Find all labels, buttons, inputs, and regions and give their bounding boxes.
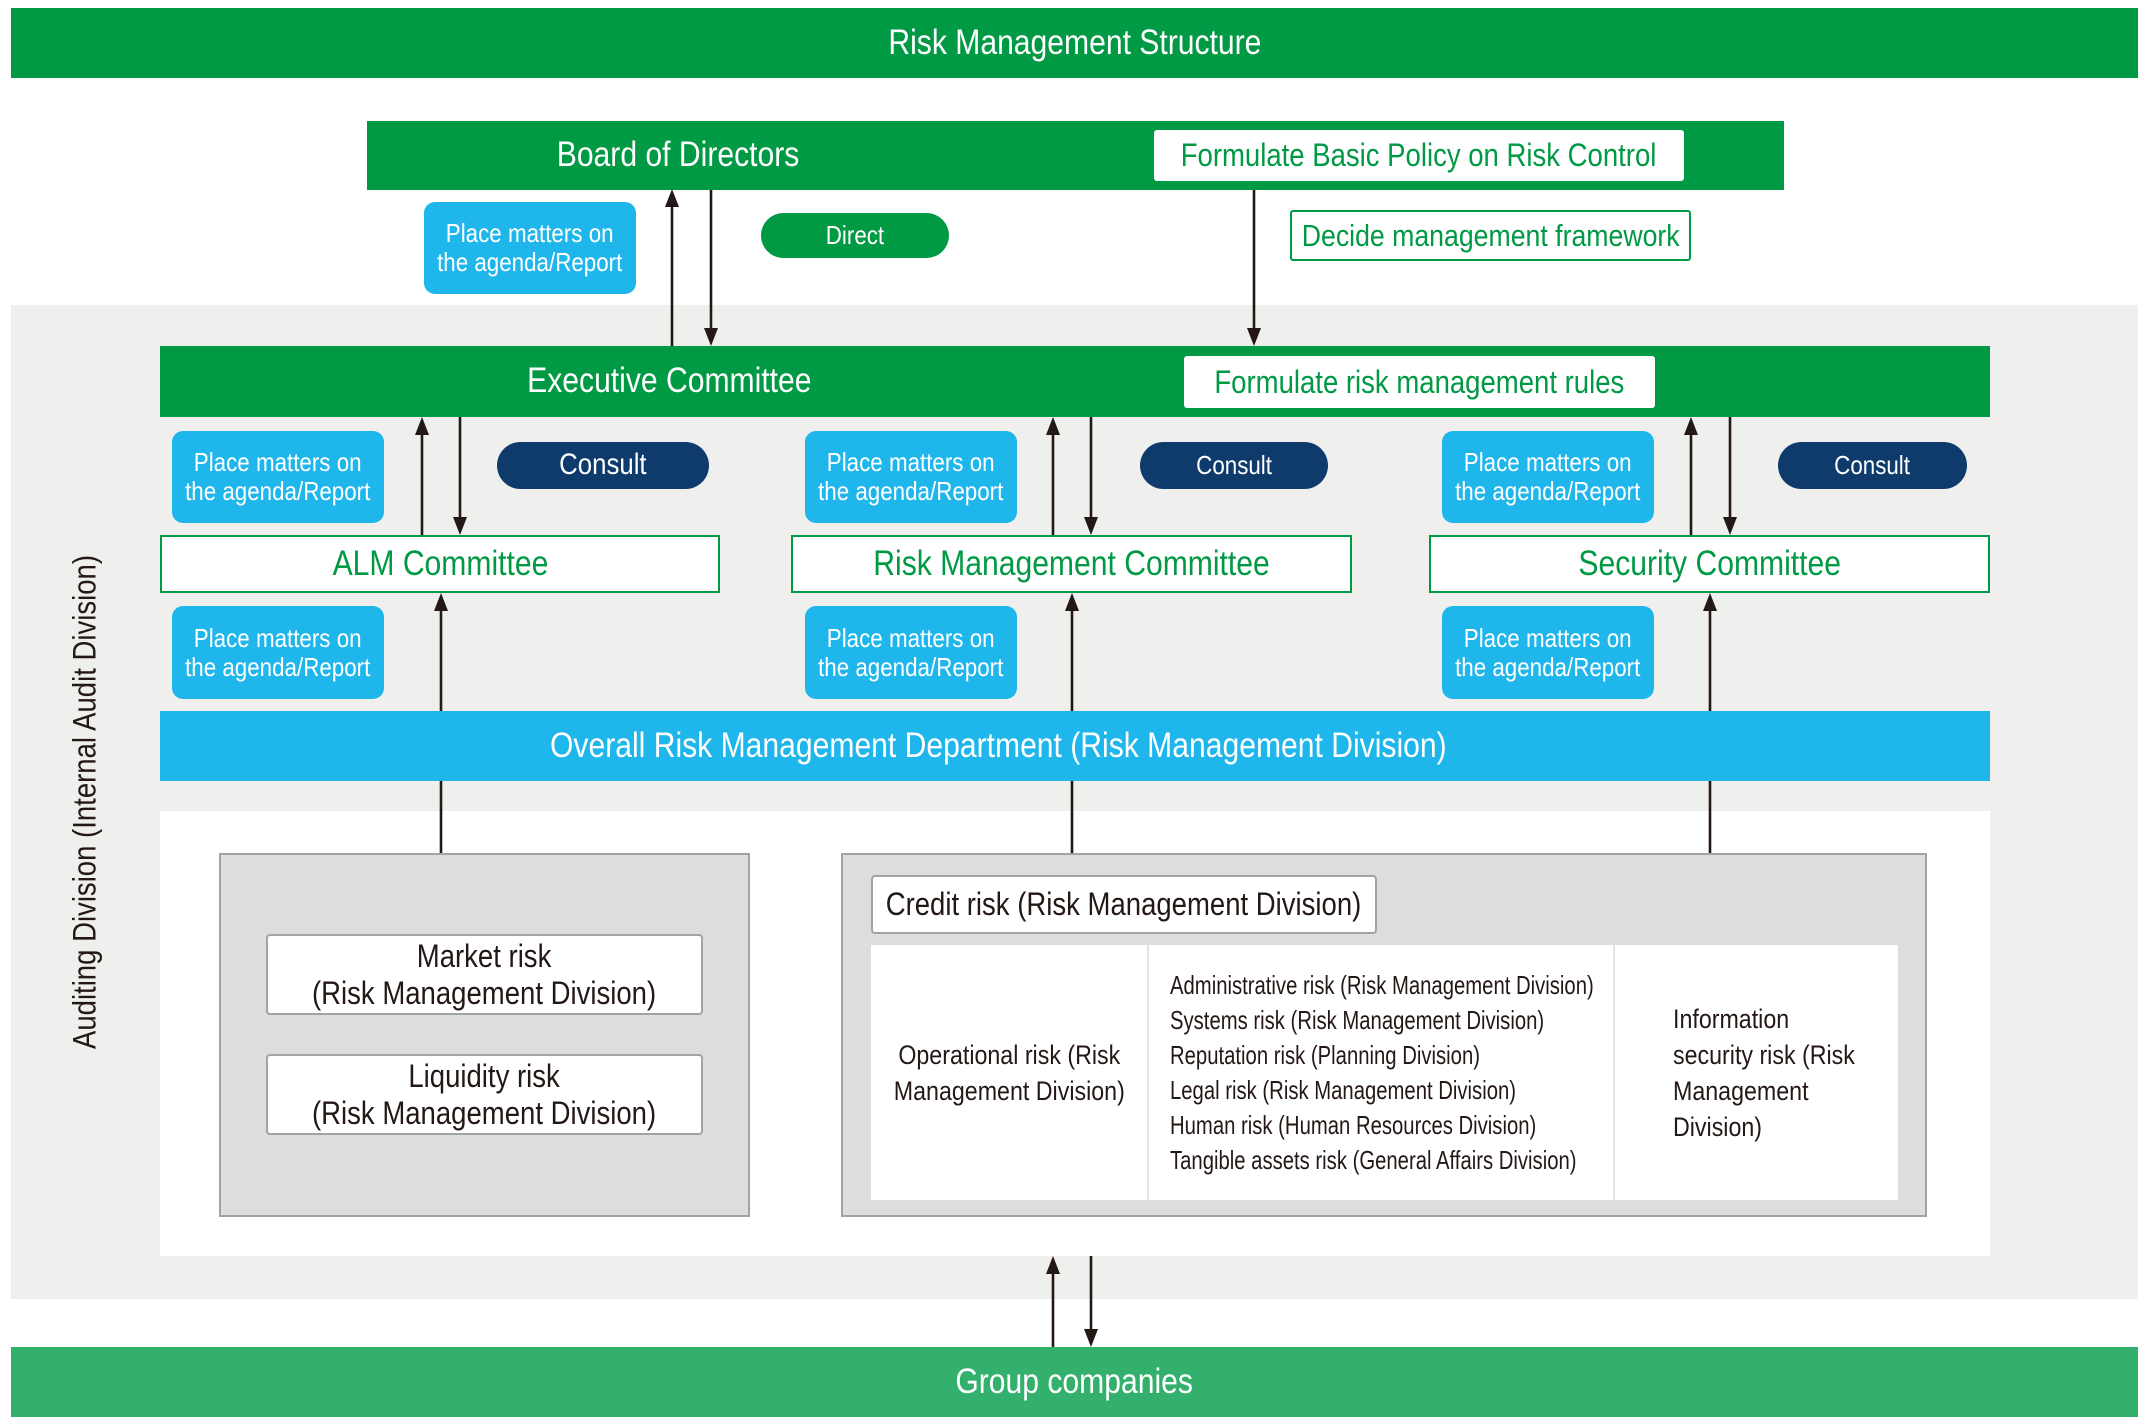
arrow-down-group-companies: [1084, 1256, 1098, 1347]
liquidity-risk-text: Liquidity risk (Risk Management Division…: [312, 1057, 657, 1131]
credit-risk-text: Credit risk (Risk Management Division): [886, 886, 1362, 922]
board-report-text: Place matters on the agenda/Report: [437, 218, 623, 277]
diagram-title: Risk Management Structure: [887, 22, 1262, 62]
executive-committee-label: Executive Committee: [469, 346, 869, 417]
credit-operational-panel: Credit risk (Risk Management Division) O…: [841, 853, 1927, 1217]
list-item: Administrative risk (Risk Management Div…: [1170, 969, 1594, 1000]
risk-consult-text: Consult: [1196, 449, 1272, 480]
management-framework-tag: Decide management framework: [1290, 210, 1691, 261]
operational-risk-cell: Operational risk (Risk Management Divisi…: [871, 945, 1147, 1200]
security-report-to-executive-tag: Place matters on the agenda/Report: [1442, 431, 1654, 523]
overall-risk-department-text: Overall Risk Management Department (Risk…: [550, 725, 1447, 765]
alm-report-to-executive-text: Place matters on the agenda/Report: [185, 447, 371, 506]
security-report-to-executive-text: Place matters on the agenda/Report: [1455, 447, 1641, 506]
risk-consult-pill: Consult: [1140, 442, 1328, 489]
column-divider: [1147, 945, 1149, 1200]
direct-pill: Direct: [761, 213, 949, 258]
information-security-cell: Information security risk (Risk Manageme…: [1673, 945, 1893, 1200]
arrow-down-policy: [1247, 189, 1261, 346]
list-item: Legal risk (Risk Management Division): [1170, 1074, 1517, 1105]
arrow-down-executive-to-alm: [453, 417, 467, 535]
operational-risk-table: Operational risk (Risk Management Divisi…: [871, 945, 1898, 1200]
overall-risk-department-bar: Overall Risk Management Department (Risk…: [160, 711, 1990, 781]
basic-policy-tag: Formulate Basic Policy on Risk Control: [1154, 130, 1684, 181]
security-committee-text: Security Committee: [1578, 543, 1841, 583]
arrow-up-to-board: [665, 189, 679, 346]
security-committee-box: Security Committee: [1429, 535, 1990, 593]
direct-text: Direct: [825, 219, 885, 250]
arrow-down-executive-to-risk: [1084, 417, 1098, 535]
risk-rules-tag: Formulate risk management rules: [1184, 356, 1655, 408]
board-report-tag: Place matters on the agenda/Report: [424, 202, 636, 294]
liquidity-risk-box: Liquidity risk (Risk Management Division…: [266, 1054, 703, 1135]
auditing-division-label: Auditing Division (Internal Audit Divisi…: [66, 554, 103, 1050]
credit-risk-box: Credit risk (Risk Management Division): [871, 875, 1377, 934]
executive-committee-text: Executive Committee: [526, 361, 812, 401]
market-liquidity-panel: Market risk (Risk Management Division) L…: [219, 853, 750, 1217]
risk-report-to-executive-tag: Place matters on the agenda/Report: [805, 431, 1017, 523]
list-item: Reputation risk (Planning Division): [1170, 1039, 1480, 1070]
information-security-text: Information security risk (Risk Manageme…: [1673, 1003, 1855, 1142]
market-risk-box: Market risk (Risk Management Division): [266, 934, 703, 1015]
arrow-up-alm-to-executive: [415, 417, 429, 535]
list-item: Systems risk (Risk Management Division): [1170, 1004, 1545, 1035]
risk-report-to-executive-text: Place matters on the agenda/Report: [818, 447, 1004, 506]
security-consult-pill: Consult: [1778, 442, 1967, 489]
list-item: Human risk (Human Resources Division): [1170, 1109, 1537, 1140]
alm-consult-text: Consult: [559, 448, 647, 482]
alm-consult-pill: Consult: [497, 442, 709, 489]
security-report-from-department-tag: Place matters on the agenda/Report: [1442, 606, 1654, 699]
basic-policy-text: Formulate Basic Policy on Risk Control: [1181, 137, 1657, 174]
risk-management-committee-box: Risk Management Committee: [791, 535, 1352, 593]
alm-committee-box: ALM Committee: [160, 535, 720, 593]
risk-management-committee-text: Risk Management Committee: [873, 543, 1270, 583]
executive-committee-bar: Executive Committee Formulate risk manag…: [160, 346, 1990, 417]
arrow-up-risk-to-executive: [1046, 417, 1060, 535]
alm-committee-text: ALM Committee: [332, 543, 548, 583]
operational-risk-text: Operational risk (Risk Management Divisi…: [893, 1039, 1125, 1106]
group-companies-bar: Group companies: [11, 1347, 2138, 1417]
security-consult-text: Consult: [1834, 449, 1911, 480]
alm-report-from-department-text: Place matters on the agenda/Report: [185, 622, 371, 682]
group-companies-text: Group companies: [955, 1361, 1194, 1401]
security-report-from-department-text: Place matters on the agenda/Report: [1455, 622, 1641, 682]
operational-breakdown-list: Administrative risk (Risk Management Div…: [1170, 945, 1594, 1200]
board-of-directors-bar: Board of Directors Formulate Basic Polic…: [367, 121, 1784, 190]
risk-report-from-department-tag: Place matters on the agenda/Report: [805, 606, 1017, 699]
arrow-up-group-companies: [1046, 1256, 1060, 1347]
market-risk-text: Market risk (Risk Management Division): [312, 937, 657, 1011]
arrow-down-from-board: [704, 189, 718, 346]
arrow-down-executive-to-security: [1723, 417, 1737, 535]
title-bar: Risk Management Structure: [11, 8, 2138, 78]
risk-report-from-department-text: Place matters on the agenda/Report: [818, 622, 1004, 682]
alm-report-from-department-tag: Place matters on the agenda/Report: [172, 606, 384, 699]
arrow-up-security-to-executive: [1684, 417, 1698, 535]
column-divider: [1613, 945, 1615, 1200]
board-of-directors-label: Board of Directors: [478, 121, 878, 190]
list-item: Tangible assets risk (General Affairs Di…: [1170, 1144, 1577, 1175]
management-framework-text: Decide management framework: [1301, 217, 1680, 253]
board-of-directors-text: Board of Directors: [556, 135, 800, 175]
alm-report-to-executive-tag: Place matters on the agenda/Report: [172, 431, 384, 523]
risk-rules-text: Formulate risk management rules: [1214, 363, 1625, 400]
